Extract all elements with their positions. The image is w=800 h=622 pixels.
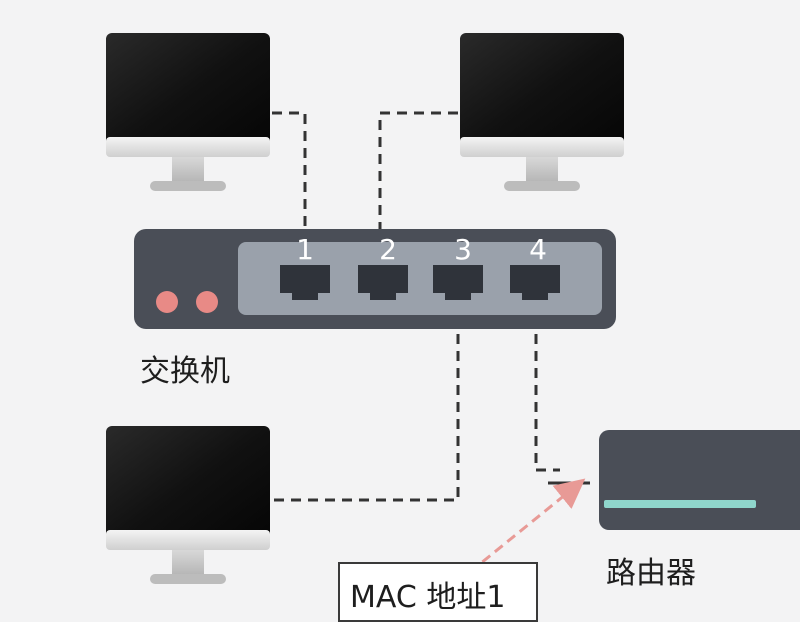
router-label: 路由器 [606,556,696,591]
network-switch [134,229,616,329]
router [599,430,800,530]
ethernet-port-4 [510,265,560,300]
cable-port-3-monitor-bottom-left [272,300,460,502]
ethernet-port-2 [358,265,408,300]
port-number-4: 4 [529,233,547,266]
ethernet-port-1 [280,265,330,300]
router-stripe [604,500,756,508]
monitor-top-right [460,33,624,191]
mac-address-box: MAC 地址1 [338,562,538,622]
port-number-2: 2 [379,233,397,266]
router-body [599,430,800,530]
port-number-3: 3 [454,233,472,266]
switch-led-2 [196,291,218,313]
port-panel [238,242,602,315]
mac-address-label: MAC 地址1 [350,580,506,615]
port-number-1: 1 [296,233,314,266]
cables [272,111,560,502]
cable-port-4-router [534,300,560,472]
ethernet-port-3 [433,265,483,300]
monitor-top-left [106,33,270,191]
cable-monitor-top-right-port-2 [378,111,458,258]
switch-led-1 [156,291,178,313]
switch-label: 交换机 [140,354,230,389]
network-diagram [106,33,800,584]
mac-arrow [469,478,586,574]
monitor-bottom-left [106,426,270,584]
